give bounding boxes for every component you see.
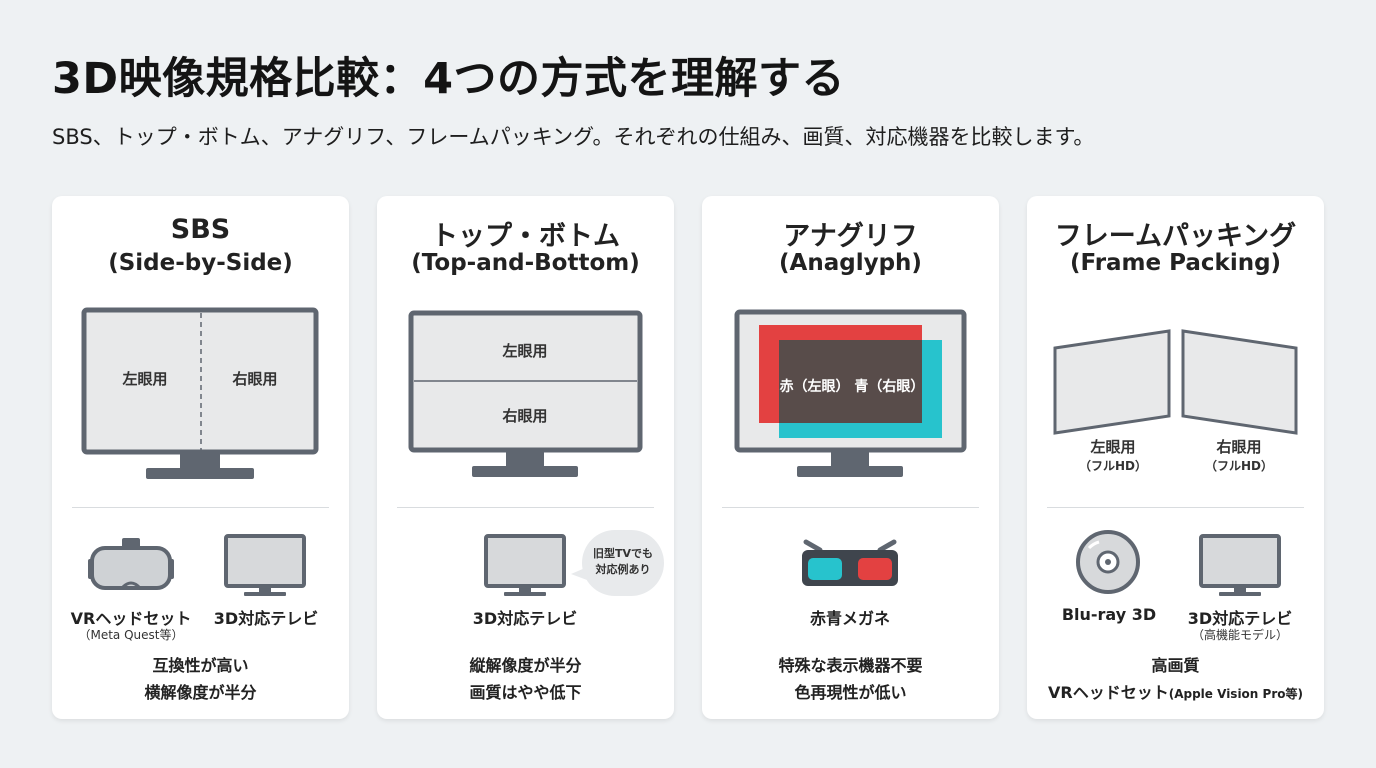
left-eye-label: 左眼用 bbox=[122, 370, 168, 388]
feature-note: 特殊な表示機器不要 bbox=[778, 656, 923, 675]
tv-icon bbox=[224, 534, 306, 596]
device-note-3d-tv: （高機能モデル） bbox=[1191, 628, 1288, 642]
monitor-base bbox=[146, 468, 254, 479]
card-frame-packing: フレームパッキング (Frame Packing) 左眼用 （フルHD） 右眼用… bbox=[1027, 196, 1324, 719]
vr-headset-icon bbox=[88, 538, 174, 590]
device-label-vr-headset: VRヘッドセット bbox=[70, 609, 192, 628]
feature-note-suffix: (Apple Vision Pro等) bbox=[1168, 687, 1303, 701]
left-frame-label: 左眼用 bbox=[1090, 438, 1136, 456]
left-eye-label: 左眼用 bbox=[502, 342, 548, 360]
device-label-glasses: 赤青メガネ bbox=[809, 609, 890, 628]
speech-bubble bbox=[582, 530, 664, 596]
device-label-3d-tv: 3D対応テレビ bbox=[213, 609, 319, 628]
speech-bubble-text: 旧型TVでも 対応例あり bbox=[582, 546, 664, 578]
bluray-disc-icon bbox=[1076, 530, 1140, 594]
right-frame-label: 右眼用 bbox=[1216, 438, 1262, 456]
tv-icon bbox=[1199, 534, 1281, 596]
feature-note: 横解像度が半分 bbox=[144, 683, 257, 702]
sbs-monitor-illustration bbox=[81, 307, 319, 479]
card-subtitle: (Anaglyph) bbox=[779, 250, 922, 276]
card-subtitle: (Side-by-Side) bbox=[108, 250, 293, 276]
right-frame-note: （フルHD） bbox=[1204, 459, 1273, 473]
card-sbs: SBS (Side-by-Side) 左眼用 右眼用 VRヘッドセット （Met… bbox=[52, 196, 349, 719]
feature-note: 互換性が高い bbox=[152, 656, 249, 675]
right-eye-label: 右眼用 bbox=[232, 370, 278, 388]
feature-note-with-suffix: VRヘッドセット(Apple Vision Pro等) bbox=[1027, 679, 1324, 703]
page-title: 3D映像規格比較：4つの方式を理解する bbox=[52, 54, 846, 104]
anaglyph-overlay-label: 赤（左眼） 青（右眼） bbox=[779, 379, 925, 395]
card-subtitle: (Frame Packing) bbox=[1069, 250, 1282, 276]
feature-note: 画質はやや低下 bbox=[469, 683, 582, 702]
card-title: トップ・ボトム bbox=[431, 221, 620, 252]
card-divider bbox=[72, 507, 329, 508]
sbs-device-icons bbox=[88, 534, 306, 596]
right-eye-label: 右眼用 bbox=[502, 407, 548, 425]
monitor-neck bbox=[831, 450, 869, 466]
left-frame-note: （フルHD） bbox=[1078, 459, 1147, 473]
frame-packing-device-icons bbox=[1076, 530, 1281, 596]
card-top-and-bottom: トップ・ボトム (Top-and-Bottom) 左眼用 右眼用 旧型TVでも … bbox=[377, 196, 674, 719]
page-subtitle: SBS、トップ・ボトム、アナグリフ、フレームパッキング。それぞれの仕組み、画質、… bbox=[52, 125, 1095, 149]
tv-icon bbox=[484, 534, 566, 596]
feature-note-text: VRヘッドセット bbox=[1048, 683, 1169, 702]
anaglyph-device-icons bbox=[802, 539, 898, 586]
feature-note: 色再現性が低い bbox=[794, 683, 907, 702]
left-frame bbox=[1053, 329, 1171, 435]
monitor-base bbox=[797, 466, 903, 477]
device-note-vr-headset: （Meta Quest等） bbox=[78, 628, 184, 642]
overlap-layer bbox=[779, 340, 922, 423]
monitor-neck bbox=[180, 452, 220, 468]
card-title: アナグリフ bbox=[783, 221, 918, 252]
card-anaglyph: アナグリフ (Anaglyph) 赤（左眼） 青（右眼） 赤青メガネ 特殊な表示… bbox=[702, 196, 999, 719]
card-divider bbox=[722, 507, 979, 508]
bubble-line: 旧型TVでも bbox=[592, 547, 654, 560]
card-divider bbox=[1047, 507, 1304, 508]
right-frame bbox=[1181, 329, 1298, 435]
anaglyph-monitor-illustration bbox=[734, 309, 967, 477]
monitor-neck bbox=[506, 450, 544, 466]
feature-note: 高画質 bbox=[1151, 656, 1200, 675]
frame-packing-illustration bbox=[1053, 329, 1298, 435]
card-title: SBS bbox=[170, 214, 231, 245]
card-divider bbox=[397, 507, 654, 508]
bubble-line: 対応例あり bbox=[595, 563, 651, 576]
feature-note: 縦解像度が半分 bbox=[469, 656, 582, 675]
device-label-3d-tv: 3D対応テレビ bbox=[472, 609, 578, 628]
monitor-base bbox=[472, 466, 578, 477]
device-label-3d-tv: 3D対応テレビ bbox=[1187, 609, 1293, 628]
top-bottom-monitor-illustration bbox=[408, 310, 643, 477]
card-subtitle: (Top-and-Bottom) bbox=[411, 250, 640, 276]
card-title: フレームパッキング bbox=[1054, 221, 1297, 252]
device-label-bluray: Blu-ray 3D bbox=[1061, 605, 1157, 624]
red-cyan-glasses-icon bbox=[802, 539, 898, 586]
